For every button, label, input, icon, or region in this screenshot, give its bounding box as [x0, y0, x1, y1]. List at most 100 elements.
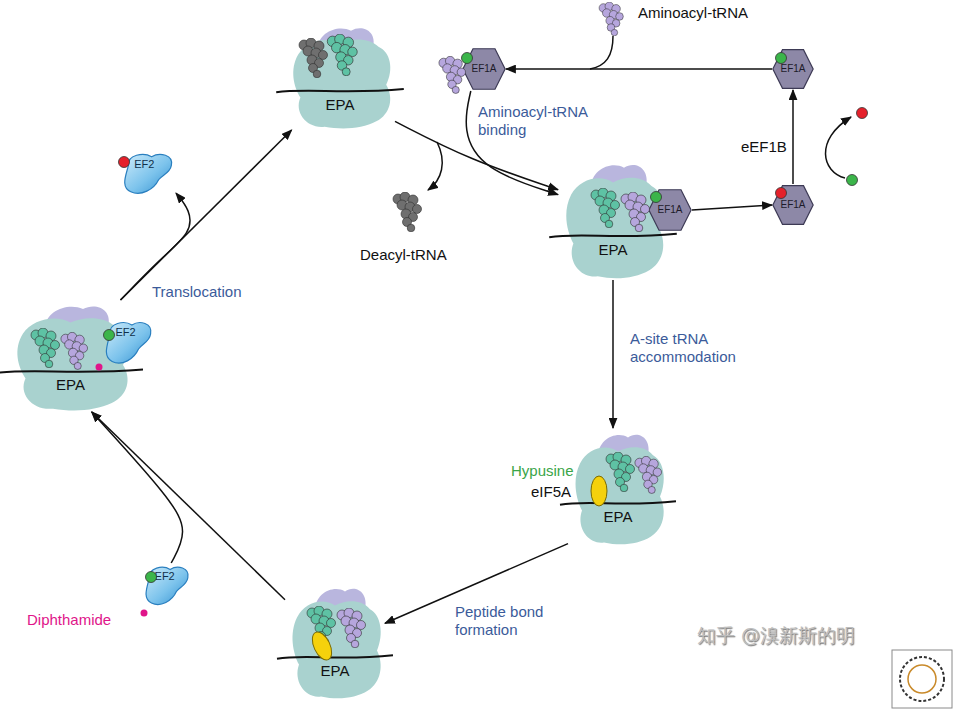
factor-name: EF1A [772, 63, 814, 74]
aminoacyl-trna [599, 2, 623, 36]
diphthamide-dot [141, 610, 148, 617]
ef2-shape [118, 150, 176, 198]
mrna-line [549, 234, 677, 238]
watermark: 知乎 @溴新斯的明 [697, 624, 855, 647]
flow-arrow [792, 90, 794, 184]
site-label: EPA [558, 242, 668, 259]
factor-name: EF1A [648, 204, 692, 215]
large-subunit [293, 601, 381, 698]
flow-arrow [121, 193, 191, 300]
aminoacyl-trna [621, 192, 650, 232]
logo-ring [908, 665, 936, 693]
ribosome-node: EPA [285, 22, 395, 130]
ribosome-node: EPAEF1A [558, 158, 668, 280]
flow-arrow [692, 205, 772, 210]
peptidyl-trna [337, 608, 366, 648]
large-subunit [566, 178, 663, 278]
ribosome-shape [568, 428, 668, 546]
gtp-dot [104, 330, 115, 341]
flow-arrow [121, 130, 292, 300]
connector-layer [92, 69, 793, 623]
flow-arrow [506, 68, 772, 70]
gtp-dot [776, 53, 787, 64]
large-subunit [576, 447, 664, 544]
hexagon-outline [463, 49, 505, 89]
ribosome-node: EPA [285, 582, 385, 700]
gdp-dot [857, 108, 868, 119]
mrna-line [277, 655, 393, 659]
deacyl-trna [307, 606, 336, 646]
mrna-line [0, 369, 143, 372]
factor-name: EF1A [772, 199, 814, 210]
site-label: EPA [568, 509, 668, 526]
step-label: Peptide bond formation [455, 603, 565, 639]
step-label: Aminoacyl-tRNA binding [478, 103, 613, 139]
peptidyl-trna [327, 34, 357, 76]
eif5a-oval [591, 476, 607, 506]
deacyl-trna [393, 192, 422, 232]
merge-line [590, 36, 613, 69]
flow-arrow [92, 412, 285, 600]
annotation-label: eIF5A [531, 483, 571, 501]
ribosome-shape [558, 158, 668, 280]
factor-name: EF2 [115, 326, 135, 338]
gdp-dot [119, 157, 130, 168]
factor-name: EF1A [462, 63, 506, 74]
peptidyl-trna [61, 332, 88, 369]
exchange-arrow [825, 117, 851, 178]
gtp-dot [462, 53, 473, 64]
deacyl-trna [31, 328, 60, 368]
ef2-outline [125, 154, 172, 193]
ef2-shape [100, 318, 155, 368]
ef2-outline [146, 567, 188, 604]
factor-name: EF2 [155, 570, 175, 582]
ef1a-node: EF1A [772, 48, 814, 90]
hexagon-outline [649, 190, 691, 230]
ef1a-node: EF1A [772, 184, 814, 226]
peptidyl-trna [591, 188, 620, 228]
gtp-dot [651, 192, 662, 203]
ef1a-node: EF1A [648, 188, 692, 232]
ribosome-shape [285, 582, 385, 700]
ef2-node: EF2 [118, 150, 176, 198]
aminoacyl-trna [439, 56, 466, 93]
ef2-node: EF2 [140, 563, 192, 609]
annotation-label: Deacyl-tRNA [360, 246, 447, 264]
step-label: eEF1B [741, 138, 801, 156]
mrna-line [560, 501, 676, 505]
logo-frame [892, 650, 952, 708]
flow-arrow [92, 412, 183, 563]
annotation-label: Aminoacyl-tRNA [638, 4, 748, 22]
eif5a-oval [308, 629, 335, 663]
flow-arrow [385, 544, 568, 624]
site-label: EPA [285, 663, 385, 680]
logo-ring [900, 657, 944, 701]
large-subunit [293, 40, 390, 129]
peptidyl-trna [606, 452, 635, 492]
site-label: EPA [285, 97, 395, 114]
ef2-outline [106, 323, 150, 363]
flow-arrow [466, 91, 558, 195]
step-label: Translocation [152, 283, 282, 301]
gdp-dot [776, 188, 787, 199]
site-label: EPA [8, 377, 133, 394]
flow-arrow [612, 280, 614, 428]
mrna-line [276, 89, 404, 92]
ribosome-node: EPA [568, 428, 668, 546]
gtp-dot [847, 175, 858, 186]
flow-arrow [395, 121, 558, 189]
aminoacyl-trna [635, 456, 662, 493]
deacyl-trna [299, 38, 328, 78]
ef2-node: EF2 [100, 318, 155, 368]
hexagon-outline [773, 50, 813, 89]
release-arrow [428, 142, 442, 190]
ef1a-node: EF1A [462, 47, 506, 91]
diphthamide-dot [96, 364, 103, 371]
step-label: A-site tRNA accommodation [630, 330, 765, 366]
ef2-shape [140, 563, 192, 609]
hexagon-outline [773, 186, 813, 225]
annotation-label: Diphthamide [27, 611, 111, 629]
